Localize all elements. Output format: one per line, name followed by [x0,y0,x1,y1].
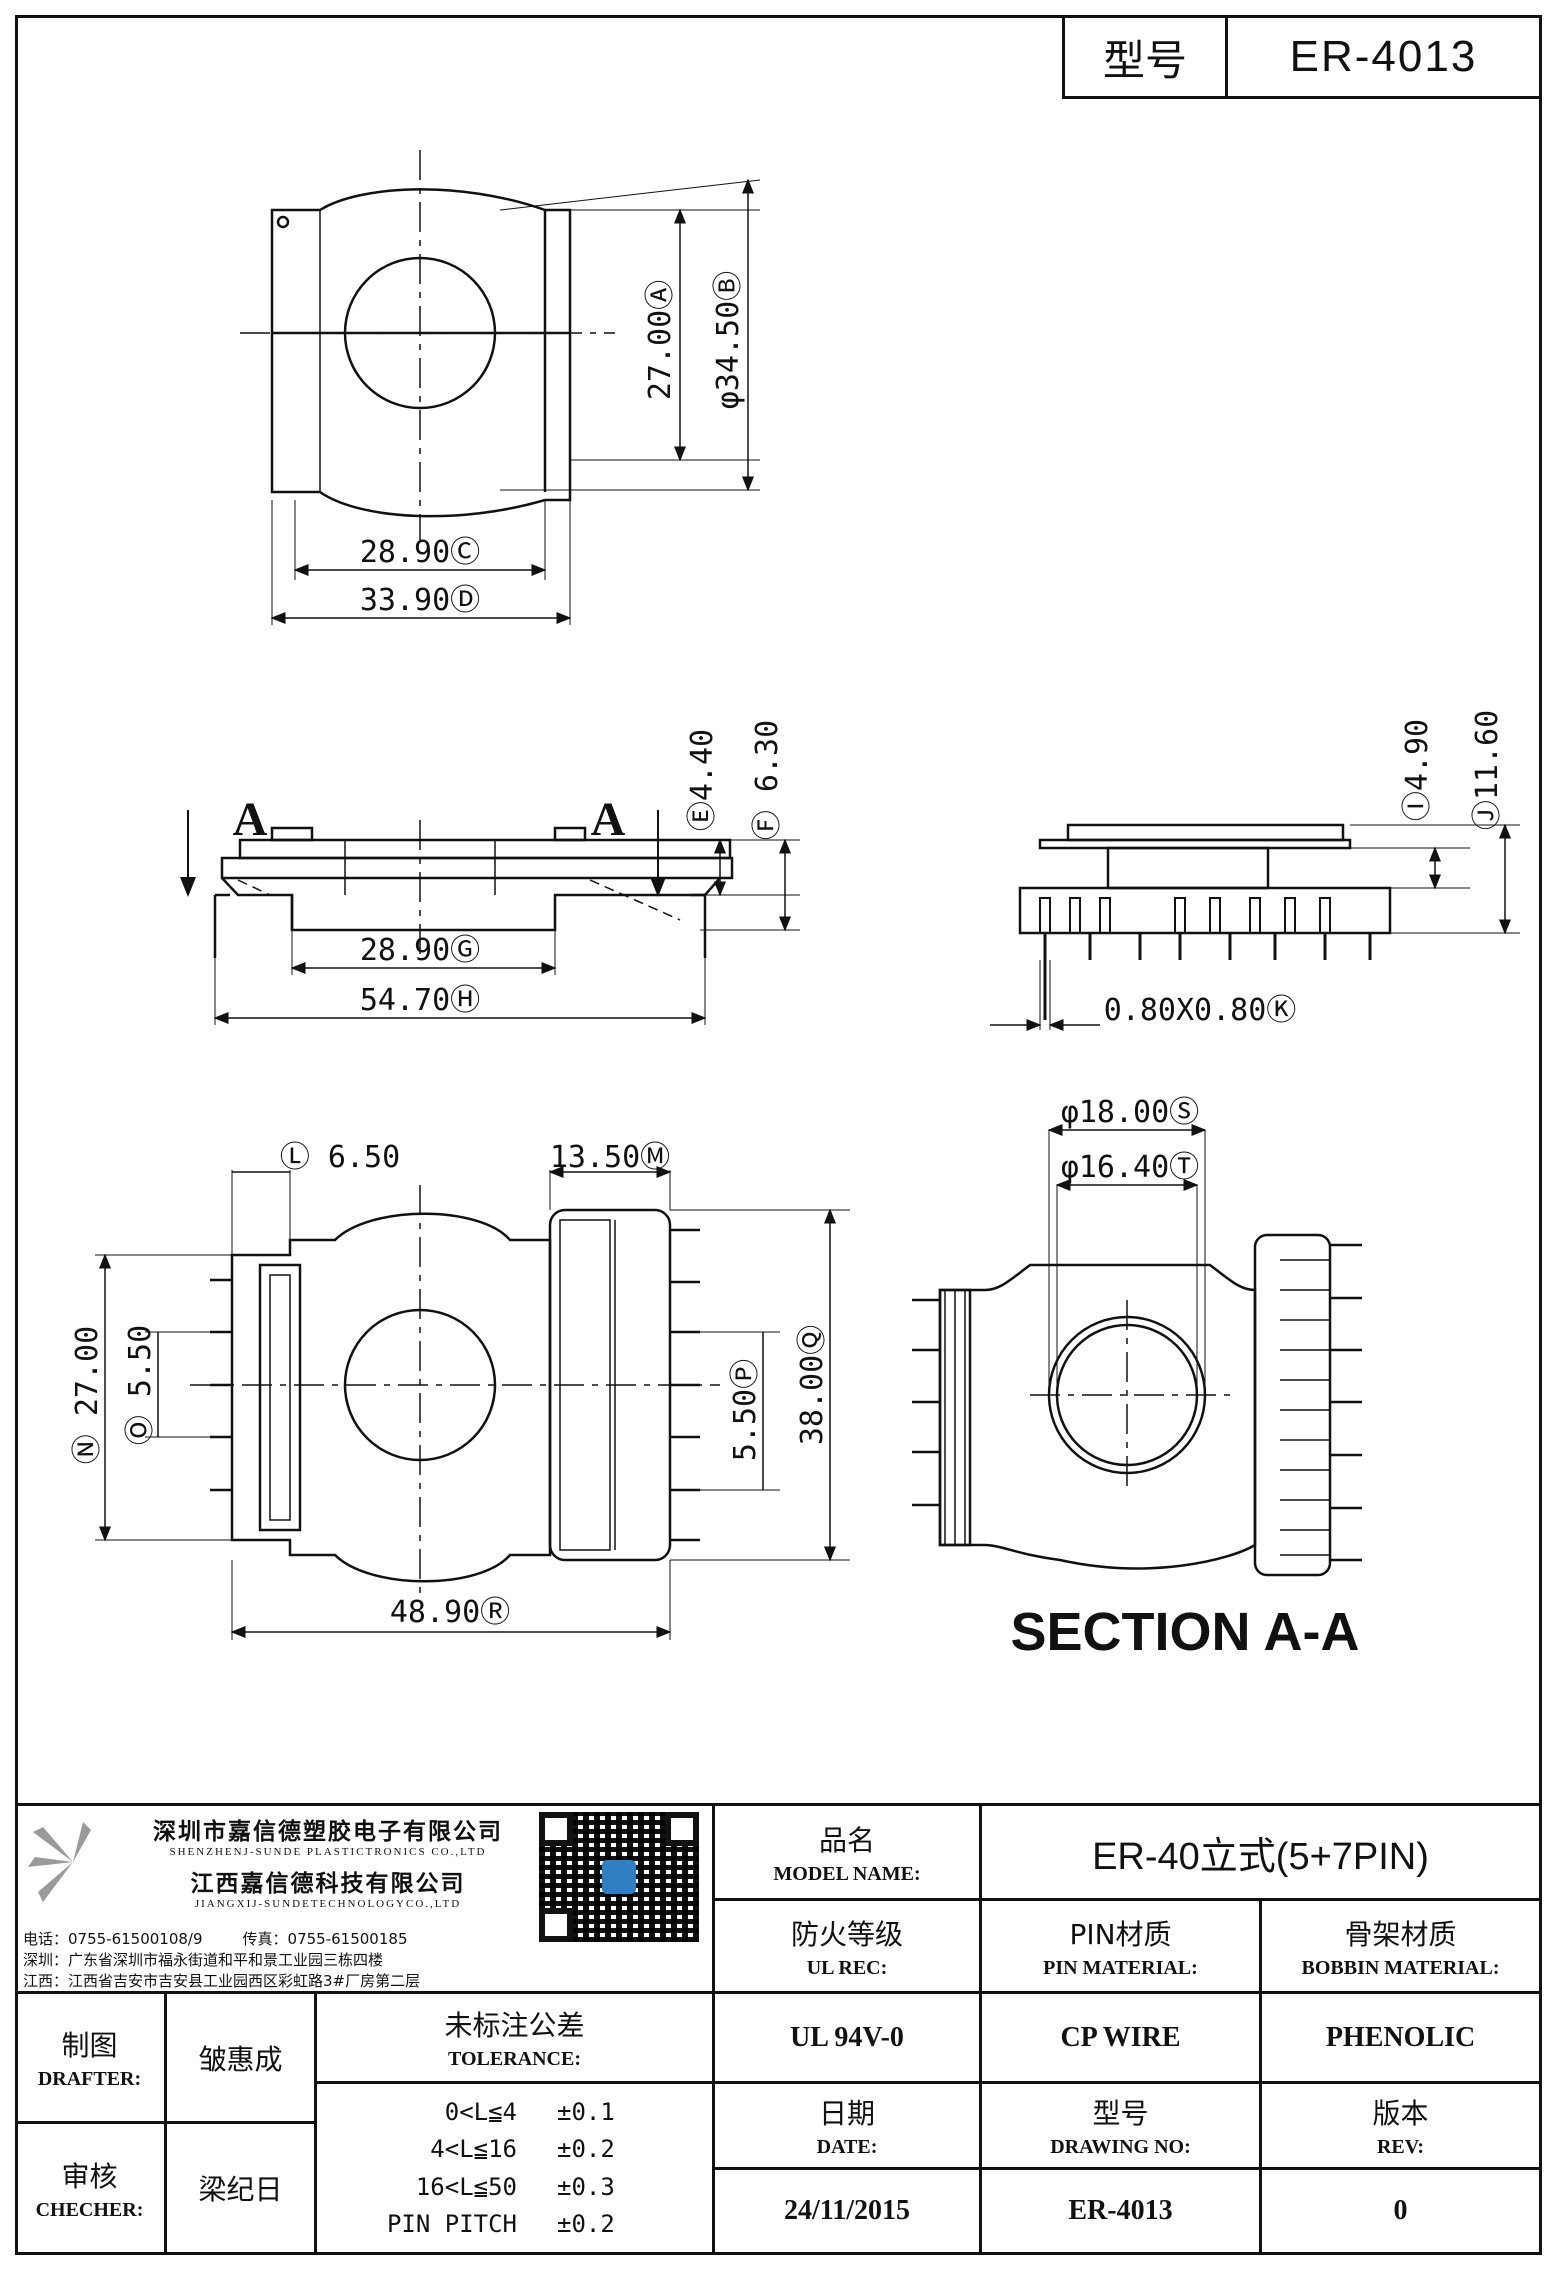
pin-material-value: CP WIRE [982,1994,1262,2084]
dim-n: Ⓝ 27.00 [70,1326,105,1464]
dim-b: φ34.50Ⓑ [711,271,746,409]
tolerance-row: 4<L≦16 ±0.2 [430,2135,615,2164]
dim-r: 48.90Ⓡ [390,1595,510,1630]
drawing-no-label: 型号 DRAWING NO: [982,2084,1262,2170]
date-label: 日期 DATE: [715,2084,982,2170]
dim-s: φ18.00Ⓢ [1061,1095,1199,1130]
tolerance-label: 未标注公差 TOLERANCE: [317,1994,715,2084]
tolerance-row: PIN PITCH ±0.2 [386,2210,615,2239]
drawing-no-value: ER-4013 [982,2170,1262,2255]
checker-value: 梁纪日 [167,2124,317,2255]
rev-label: 版本 REV: [1262,2084,1542,2170]
title-block: 深圳市嘉信德塑胶电子有限公司 SHENZHENJ-SUNDE PLASTICTR… [15,1803,1542,2255]
dim-p: 5.50Ⓟ [728,1359,763,1461]
dim-f: Ⓕ 6.30 [750,720,785,840]
company-name-en-1: SHENZHENJ-SUNDE PLASTICTRONICS CO.,LTD [169,1846,487,1858]
pin-material-label: PIN材质 PIN MATERIAL: [982,1901,1262,1994]
dim-k: 0.80X0.80Ⓚ [1104,993,1297,1028]
company-name-en-2: JIANGXIJ-SUNDETECHNOLOGYCO.,LTD [194,1898,462,1910]
ul-rec-value: UL 94V-0 [715,1994,982,2084]
dim-t: φ16.40Ⓣ [1061,1150,1199,1185]
tolerance-row: 16<L≦50 ±0.3 [415,2172,615,2201]
section-mark-right: A [591,793,626,846]
bobbin-material-label: 骨架材质 BOBBIN MATERIAL: [1262,1901,1542,1994]
dim-o: Ⓞ 5.50 [123,1325,158,1445]
company-info: 深圳市嘉信德塑胶电子有限公司 SHENZHENJ-SUNDE PLASTICTR… [15,1806,715,1994]
front-view [180,810,800,1025]
dim-m: 13.50Ⓜ [550,1140,670,1175]
company-address-jiangxi: 江西：江西省吉安市吉安县工业园西区彩虹路3#厂房第二层 [23,1972,421,1990]
ul-rec-label: 防火等级 UL REC: [715,1901,982,1994]
company-address-shenzhen: 深圳：广东省深圳市福永街道和平和景工业园三栋四楼 [23,1951,384,1969]
company-fax: 传真：0755-61500185 [242,1930,408,1948]
dim-a: 27.00Ⓐ [643,280,678,400]
top-view [240,150,761,625]
drafter-value: 皱惠成 [167,1994,317,2124]
drafter-label: 制图 DRAFTER: [15,1994,167,2124]
dim-c: 28.90Ⓒ [360,535,480,570]
bottom-view [95,1166,850,1640]
model-tag: 型号 ER-4013 [1062,15,1542,99]
model-tag-label: 型号 [1065,18,1228,96]
checker-label: 审核 CHECHER: [15,2124,167,2255]
company-name-cn-1: 深圳市嘉信德塑胶电子有限公司 [153,1819,503,1845]
rev-value: 0 [1262,2170,1542,2255]
date-value: 24/11/2015 [715,2170,982,2255]
tolerance-row: 0<L≦4 ±0.1 [444,2097,615,2126]
model-name-value: ER-40立式(5+7PIN) [982,1806,1542,1901]
model-tag-value: ER-4013 [1289,32,1478,81]
section-title: SECTION A-A [1011,1602,1360,1662]
company-name-cn-2: 江西嘉信德科技有限公司 [190,1871,466,1897]
tolerance-table: 0<L≦4 ±0.1 4<L≦16 ±0.2 16<L≦50 ±0.3 PIN … [317,2084,715,2255]
dim-q: 38.00Ⓠ [795,1325,830,1445]
technical-drawing: 27.00Ⓐ φ34.50Ⓑ 28.90Ⓒ 33.90Ⓓ A A Ⓔ4.40 Ⓕ… [70,150,1520,1662]
dim-g: 28.90Ⓖ [360,933,480,968]
dim-l: Ⓛ 6.50 [280,1140,400,1175]
model-name-label: 品名 MODEL NAME: [715,1806,982,1901]
company-tel: 电话：0755-61500108/9 [23,1930,203,1948]
dim-d: 33.90Ⓓ [360,583,480,618]
company-logo-icon [28,1822,91,1902]
dim-i: Ⓘ4.90 [1400,719,1435,821]
dim-j: Ⓙ11.60 [1470,710,1505,830]
bobbin-material-value: PHENOLIC [1262,1994,1542,2084]
dim-h: 54.70Ⓗ [360,983,480,1018]
qr-code-icon [534,1812,704,1942]
section-view [912,1124,1362,1577]
section-mark-left: A [233,793,268,846]
side-view [990,823,1520,1031]
dim-e: Ⓔ4.40 [685,729,720,831]
